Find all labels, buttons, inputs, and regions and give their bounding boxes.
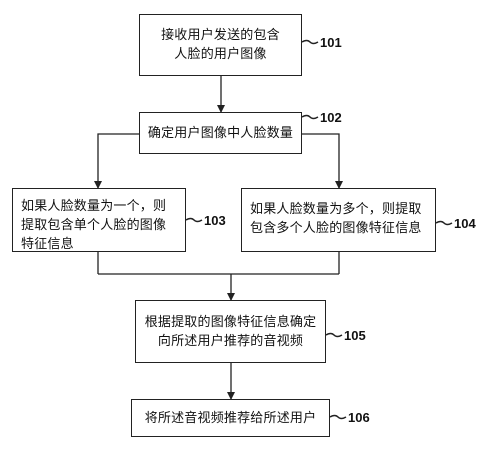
- step-number-106: 106: [348, 410, 370, 425]
- step-number-104: 104: [454, 216, 476, 231]
- step-box-104: 如果人脸数量为多个，则提取包含多个人脸的图像特征信息: [241, 188, 436, 252]
- step-text-103: 如果人脸数量为一个，则提取包含单个人脸的图像特征信息: [21, 199, 167, 252]
- leader-103: [185, 217, 203, 223]
- leader-105: [325, 332, 343, 338]
- step-text-105: 根据提取的图像特征信息确定向所述用户推荐的音视频: [144, 314, 317, 349]
- step-number-105: 105: [344, 328, 366, 343]
- step-number-102: 102: [320, 110, 342, 125]
- step-box-105: 根据提取的图像特征信息确定向所述用户推荐的音视频: [135, 300, 326, 363]
- step-number-103: 103: [204, 213, 226, 228]
- leader-106: [329, 414, 347, 420]
- step-text-102: 确定用户图像中人脸数量: [147, 125, 294, 141]
- step-number-101: 101: [320, 35, 342, 50]
- step-text-104: 如果人脸数量为多个，则提取包含多个人脸的图像特征信息: [250, 202, 422, 236]
- leader-102: [301, 114, 319, 120]
- leader-104: [435, 220, 453, 226]
- step-text-106: 将所述音视频推荐给所述用户: [144, 410, 317, 426]
- leader-101: [301, 39, 319, 45]
- step-box-103: 如果人脸数量为一个，则提取包含单个人脸的图像特征信息: [12, 188, 186, 252]
- step-text-101: 接收用户发送的包含人脸的用户图像: [161, 28, 280, 62]
- step-box-101: 接收用户发送的包含人脸的用户图像: [139, 14, 302, 76]
- step-box-106: 将所述音视频推荐给所述用户: [131, 399, 330, 437]
- arrow-102-to-103: [94, 133, 139, 189]
- arrow-102-to-104: [302, 133, 343, 189]
- step-box-102: 确定用户图像中人脸数量: [139, 112, 302, 154]
